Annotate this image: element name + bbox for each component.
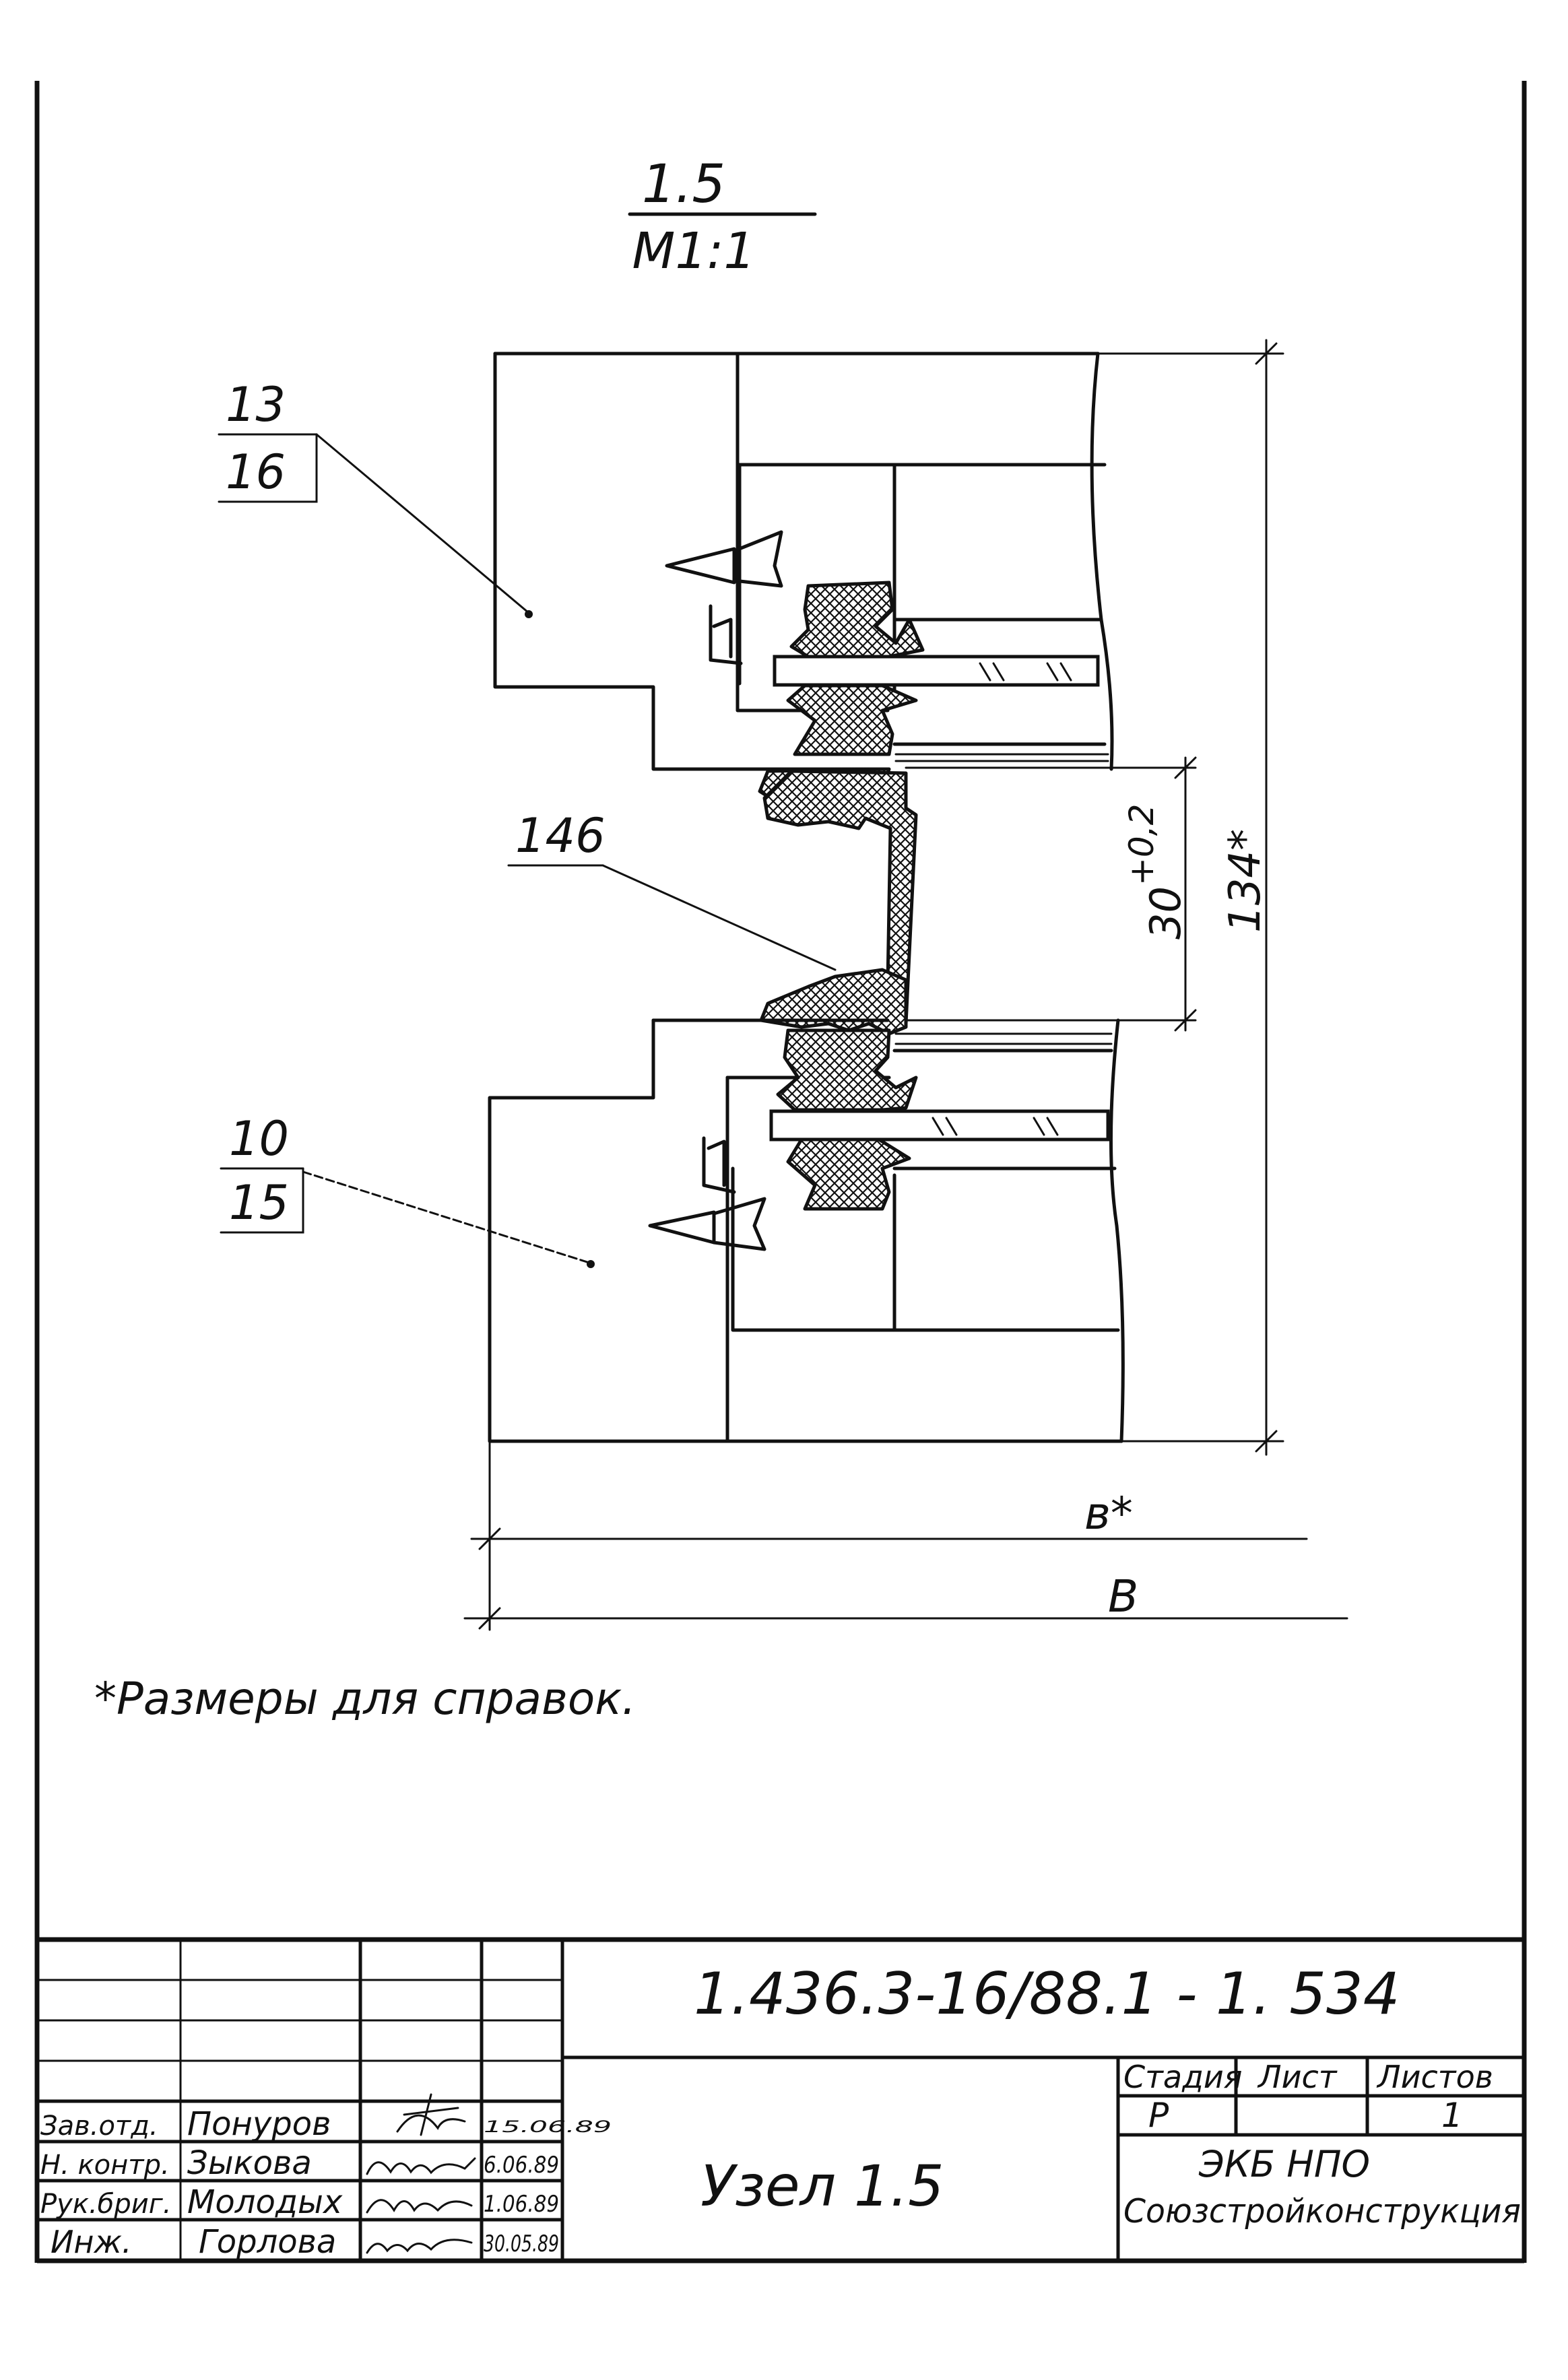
signature-role: Рук.бриг. (40, 2189, 171, 2220)
detail-header: 1.5 М1:1 (628, 154, 817, 280)
dimension-width-big: В (1108, 1571, 1138, 1622)
leader-upper-top: 13 (226, 377, 286, 432)
dimension-gap: 30 +0,2 (905, 756, 1197, 1032)
leader-upper-bottom: 16 (226, 444, 286, 500)
leader-upper: 13 16 (218, 377, 533, 618)
leader-middle: 146 (507, 808, 837, 971)
signature-name: Зыкова (187, 2144, 312, 2182)
title-block (35, 1937, 1526, 2263)
document-code: 1.436.3-16/88.1 - 1. 534 (694, 1960, 1400, 2028)
stage-header: Стадия (1123, 2059, 1242, 2095)
lower-seal-gaskets (776, 1028, 918, 1211)
signature-role: Зав.отд. (40, 2111, 158, 2142)
upper-glass-pane (773, 618, 1109, 762)
leader-lower-top: 10 (229, 1111, 289, 1166)
upper-frame-profile (493, 352, 1114, 771)
detail-scale: М1:1 (632, 222, 756, 280)
stage-value: Р (1148, 2096, 1169, 2135)
signature-name: Молодых (187, 2183, 343, 2221)
detail-number: 1.5 (642, 154, 725, 215)
handwritten-signatures (366, 2093, 476, 2254)
dimension-gap-tolerance: +0,2 (1122, 804, 1161, 886)
dimension-gap-value: 30 (1141, 886, 1190, 939)
footnote: *Размеры для справок. (94, 1673, 636, 1725)
leader-lower: 10 15 (220, 1111, 595, 1268)
lower-frame-profile (488, 1018, 1125, 1443)
leader-middle-top: 146 (515, 808, 606, 863)
dimension-widths: в* В (463, 1440, 1348, 1631)
org-line2: Союзстройконструкция (1123, 2192, 1521, 2230)
sheet-title: Узел 1.5 (700, 2153, 944, 2219)
dimension-width-small: в* (1084, 1488, 1133, 1540)
signature-name: Горлова (199, 2223, 336, 2261)
signature-date: 30.05.89 (484, 2230, 559, 2257)
sheets-value: 1 (1441, 2096, 1463, 2135)
signature-date: 15.06.89 (484, 2117, 612, 2136)
signature-date: 1.06.89 (484, 2191, 559, 2218)
org-line1: ЭКБ НПО (1198, 2143, 1370, 2185)
sheet-header: Лист (1257, 2059, 1338, 2095)
dimension-height: 134* (1097, 339, 1284, 1456)
signature-role: Н. контр. (40, 2150, 170, 2181)
sheets-header: Листов (1376, 2059, 1493, 2095)
drawing-frame (34, 81, 1527, 2263)
leader-lower-bottom: 15 (229, 1175, 289, 1230)
dimension-height-value: 134* (1220, 829, 1270, 933)
signature-rows: Зав.отд. Понуров 15.06.89 Н. контр. Зыко… (40, 2105, 612, 2261)
connecting-profile-146 (759, 769, 918, 1036)
signature-name: Понуров (187, 2105, 331, 2143)
lower-glass-pane (769, 1032, 1117, 1170)
signature-role: Инж. (51, 2224, 132, 2260)
signature-date: 6.06.89 (484, 2152, 559, 2179)
